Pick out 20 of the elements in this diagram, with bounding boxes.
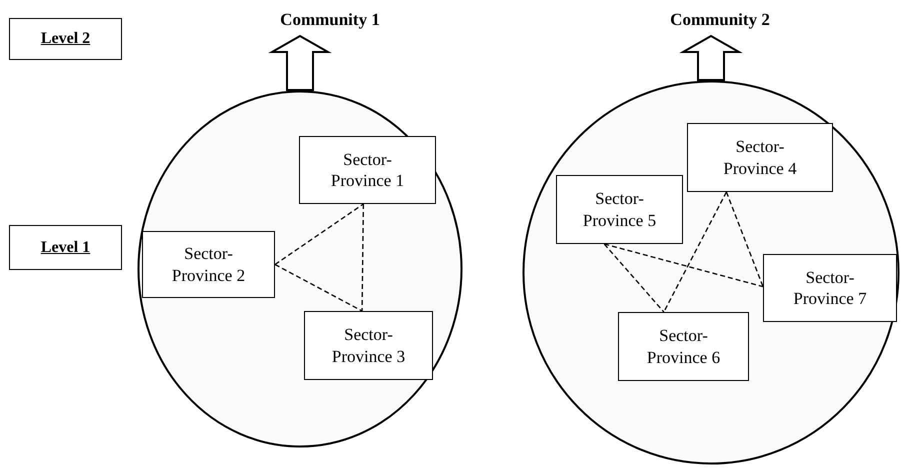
block-arrow (268, 34, 332, 91)
dashed-line (726, 192, 764, 287)
dashed-line (604, 243, 764, 288)
sector-box: Sector- Province 7 (763, 254, 897, 322)
dashed-line (274, 264, 362, 312)
community-label: Community 1 (255, 6, 405, 34)
level-label: Level 1 (9, 225, 122, 270)
sector-box: Sector- Province 5 (556, 175, 683, 244)
sector-box: Sector- Province 2 (142, 231, 275, 298)
sector-box: Sector- Province 1 (299, 136, 436, 204)
dashed-line (361, 204, 364, 311)
dashed-line (604, 244, 664, 312)
sector-box: Sector- Province 6 (618, 312, 749, 381)
block-arrow (679, 34, 743, 81)
dashed-line (274, 203, 364, 266)
dashed-line (663, 192, 727, 312)
level-label: Level 2 (9, 18, 122, 60)
sector-box: Sector- Province 4 (687, 123, 833, 192)
community-label: Community 2 (645, 6, 795, 34)
sector-box: Sector- Province 3 (304, 311, 433, 380)
